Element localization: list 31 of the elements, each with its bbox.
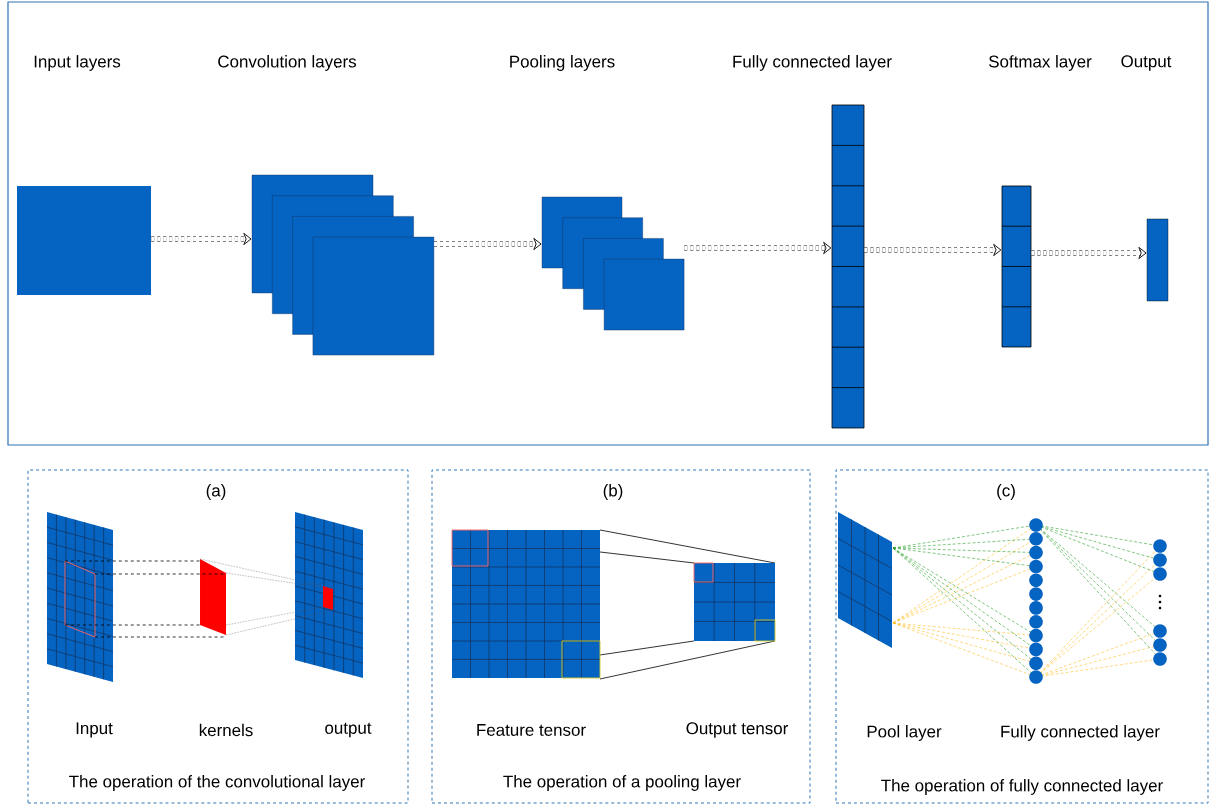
arrow xyxy=(434,237,542,251)
arrow xyxy=(684,241,832,255)
arrow xyxy=(151,232,252,246)
panel-description: The operation of fully connected layer xyxy=(879,778,1165,796)
drawing-label: Pool layer xyxy=(865,724,943,742)
layer-square xyxy=(17,186,151,295)
layer-heading: Input layers xyxy=(34,55,121,71)
drawing-label: Feature tensor xyxy=(474,723,588,737)
drawing-label: output xyxy=(323,721,373,739)
layer-square xyxy=(1146,218,1169,302)
layer-heading: Convolution layers xyxy=(218,55,356,71)
layer-stack xyxy=(251,174,435,356)
panel-label: (c) xyxy=(995,483,1017,501)
neuron-column xyxy=(1001,185,1032,348)
layer-heading: Softmax layer xyxy=(989,55,1092,71)
panel-description: The operation of a pooling layer xyxy=(501,774,743,792)
drawing-label: Output tensor xyxy=(684,721,790,739)
neuron-column xyxy=(831,104,865,429)
layer-heading: Pooling layers xyxy=(510,55,615,71)
panel-label: (a) xyxy=(204,483,228,501)
layer-stack xyxy=(541,196,685,331)
panel-description: The operation of the convolutional layer xyxy=(67,774,367,792)
drawing-label: Input xyxy=(74,721,114,739)
panel-label: (b) xyxy=(601,483,625,501)
drawing-label: Fully connected layer xyxy=(999,724,1161,742)
layer-heading: Fully connected layer xyxy=(733,55,892,71)
arrow xyxy=(864,243,1002,257)
panel-frame xyxy=(7,1,1209,446)
drawing-label: kernels xyxy=(197,722,255,738)
layer-heading: Output xyxy=(1121,55,1172,71)
arrow xyxy=(1031,246,1147,260)
